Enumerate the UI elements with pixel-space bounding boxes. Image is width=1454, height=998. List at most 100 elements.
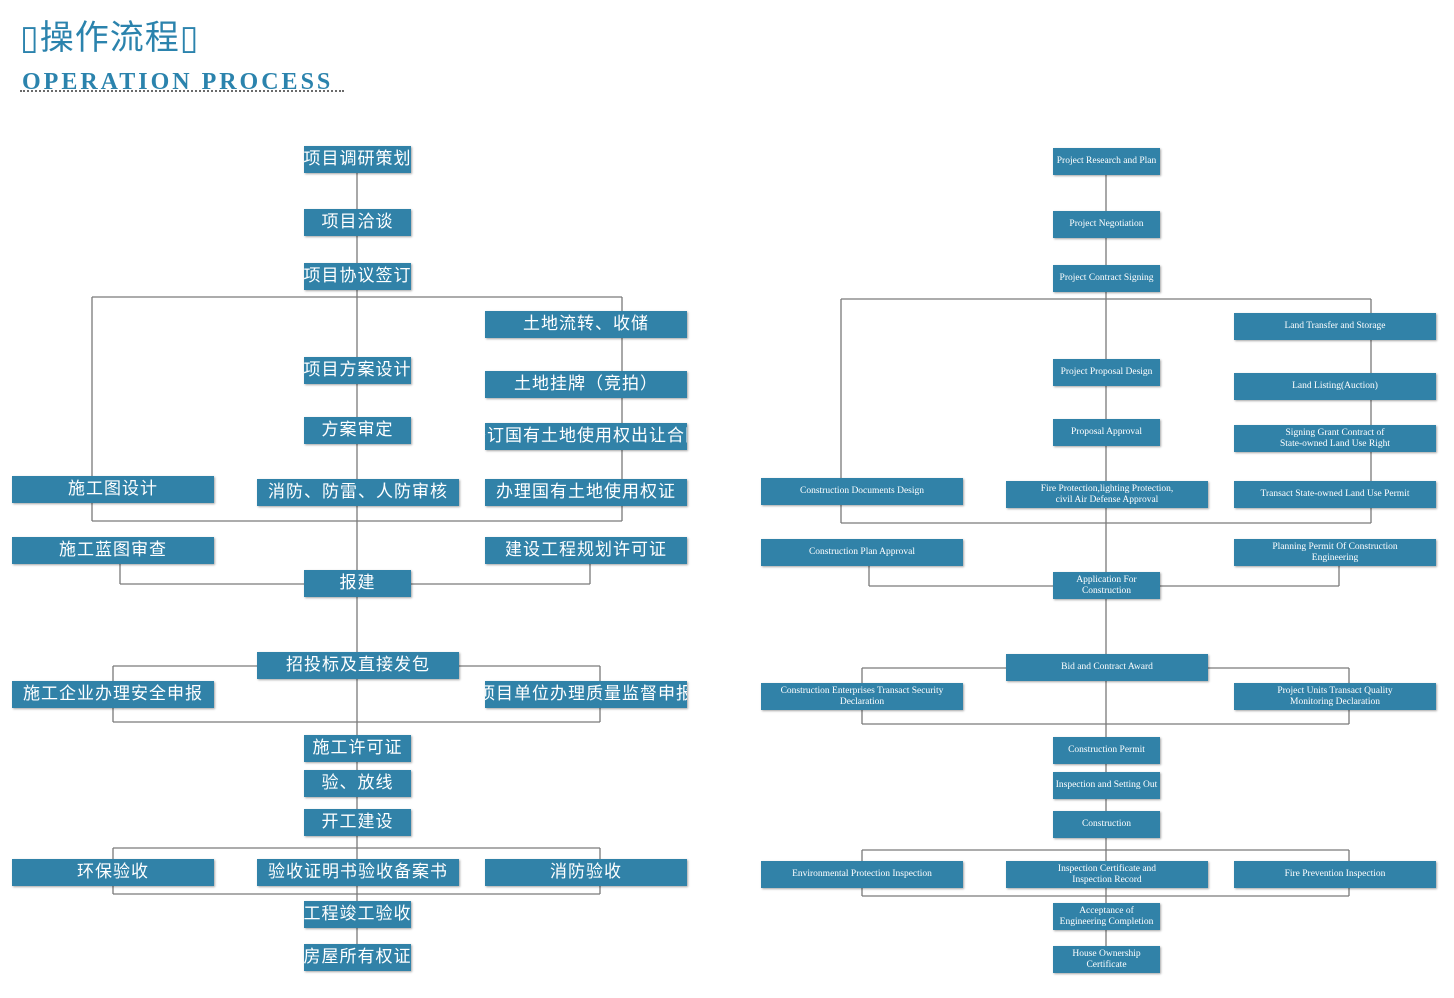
step-label: 土地挂牌（竞拍） — [514, 374, 658, 394]
step-cn-proposal-design: 项目方案设计 — [304, 357, 411, 384]
step-label: Project Contract Signing — [1059, 273, 1154, 283]
step-cn-bidding: 招投标及直接发包 — [257, 652, 459, 679]
step-label: 施工图设计 — [68, 479, 158, 499]
step-cn-completion-acceptance: 工程竣工验收 — [304, 901, 411, 928]
step-en-ownership-certificate: House Ownership Certificate — [1053, 946, 1160, 973]
step-label: 项目单位办理质量监督申报 — [485, 684, 687, 704]
step-en-quality-declaration: Project Units Transact Quality Monitorin… — [1234, 683, 1436, 710]
step-cn-research: 项目调研策划 — [304, 146, 411, 173]
step-cn-certificate-record: 验收证明书验收备案书 — [257, 859, 459, 886]
step-label: 签订国有土地使用权出让合同 — [485, 426, 687, 446]
step-label: Proposal Approval — [1071, 427, 1142, 437]
step-en-signing: Project Contract Signing — [1053, 265, 1160, 292]
step-label: 验收证明书验收备案书 — [268, 862, 448, 882]
step-label: Inspection and Setting Out — [1055, 780, 1158, 790]
step-en-negotiation: Project Negotiation — [1053, 211, 1160, 238]
step-en-construction: Construction — [1053, 811, 1160, 838]
step-cn-ownership-certificate: 房屋所有权证 — [304, 944, 411, 971]
step-en-proposal-design: Project Proposal Design — [1053, 359, 1160, 386]
step-label: Construction — [1081, 819, 1132, 829]
step-en-fire-inspection: Fire Prevention Inspection — [1234, 861, 1436, 888]
step-label: Inspection Certificate and Inspection Re… — [1057, 863, 1157, 885]
step-cn-land-listing: 土地挂牌（竞拍） — [485, 371, 687, 398]
step-label: Acceptance of Engineering Completion — [1059, 905, 1154, 927]
step-cn-land-transfer: 土地流转、收储 — [485, 311, 687, 338]
step-cn-signing: 项目协议签订 — [304, 263, 411, 290]
step-label: 施工蓝图审查 — [59, 540, 167, 560]
step-en-fire-air-defense: Fire Protection,lighting Protection, civ… — [1006, 481, 1208, 508]
step-cn-fire-air-defense: 消防、防雷、人防审核 — [257, 479, 459, 506]
step-en-land-listing: Land Listing(Auction) — [1234, 373, 1436, 400]
step-en-safety-declaration: Construction Enterprises Transact Securi… — [761, 683, 963, 710]
step-label: Bid and Contract Award — [1061, 662, 1153, 672]
step-label: 施工许可证 — [312, 738, 403, 758]
step-cn-setting-out: 验、放线 — [304, 770, 411, 797]
step-cn-safety-declaration: 施工企业办理安全申报 — [12, 681, 214, 708]
step-en-construction-drawing-design: Construction Documents Design — [761, 478, 963, 505]
step-en-planning-permit: Planning Permit Of Construction Engineer… — [1234, 539, 1436, 566]
step-label: 房屋所有权证 — [304, 947, 411, 967]
step-label: 方案审定 — [321, 420, 394, 440]
step-label: 施工企业办理安全申报 — [23, 684, 203, 704]
step-cn-planning-permit: 建设工程规划许可证 — [485, 537, 687, 564]
step-label: Transact State-owned Land Use Permit — [1260, 489, 1410, 499]
step-label: 环保验收 — [77, 862, 149, 882]
step-label: 办理国有土地使用权证 — [496, 482, 676, 502]
step-cn-env-inspection: 环保验收 — [12, 859, 214, 886]
step-label: Environmental Protection Inspection — [792, 869, 932, 879]
step-label: Construction Permit — [1068, 745, 1145, 755]
step-cn-quality-declaration: 项目单位办理质量监督申报 — [485, 681, 687, 708]
step-label: 消防、防雷、人防审核 — [268, 482, 448, 502]
step-cn-application: 报建 — [304, 570, 411, 597]
step-label: 工程竣工验收 — [304, 904, 411, 924]
step-en-certificate-record: Inspection Certificate and Inspection Re… — [1006, 861, 1208, 888]
step-en-land-transfer: Land Transfer and Storage — [1234, 313, 1436, 340]
step-label: Construction Documents Design — [799, 486, 924, 496]
step-label: Project Units Transact Quality Monitorin… — [1277, 685, 1393, 707]
step-label: Land Listing(Auction) — [1292, 381, 1378, 391]
step-label: 开工建设 — [321, 812, 394, 832]
step-label: 消防验收 — [550, 862, 622, 882]
step-label: Signing Grant Contract of State-owned La… — [1279, 427, 1391, 449]
step-label: 土地流转、收储 — [523, 314, 649, 334]
step-label: 项目调研策划 — [304, 149, 411, 169]
dotted-underline — [20, 90, 344, 92]
step-label: Application For Construction — [1076, 574, 1137, 596]
step-en-blueprint-review: Construction Plan Approval — [761, 539, 963, 566]
step-label: 项目洽谈 — [321, 212, 394, 232]
step-label: 招投标及直接发包 — [286, 655, 430, 675]
step-label: 项目协议签订 — [304, 266, 411, 286]
step-en-bidding: Bid and Contract Award — [1006, 654, 1208, 681]
step-cn-blueprint-review: 施工蓝图审查 — [12, 537, 214, 564]
step-label: Construction Plan Approval — [808, 547, 916, 557]
step-label: 报建 — [339, 573, 376, 593]
step-cn-construction-permit: 施工许可证 — [304, 735, 411, 762]
step-en-grant-contract: Signing Grant Contract of State-owned La… — [1234, 425, 1436, 452]
step-en-env-inspection: Environmental Protection Inspection — [761, 861, 963, 888]
step-cn-fire-inspection: 消防验收 — [485, 859, 687, 886]
step-en-setting-out: Inspection and Setting Out — [1053, 772, 1160, 799]
step-en-proposal-approval: Proposal Approval — [1053, 419, 1160, 446]
step-label: Planning Permit Of Construction Engineer… — [1272, 541, 1398, 563]
page-title-chinese: ▯操作流程▯ — [20, 18, 200, 58]
step-cn-grant-contract: 签订国有土地使用权出让合同 — [485, 423, 687, 450]
step-label: 项目方案设计 — [304, 360, 411, 380]
step-cn-proposal-approval: 方案审定 — [304, 417, 411, 444]
step-cn-construction-drawing-design: 施工图设计 — [12, 476, 214, 503]
step-en-land-use-permit: Transact State-owned Land Use Permit — [1234, 481, 1436, 508]
step-label: Project Research and Plan — [1056, 156, 1157, 166]
step-cn-negotiation: 项目洽谈 — [304, 209, 411, 236]
step-en-construction-permit: Construction Permit — [1053, 737, 1160, 764]
step-cn-land-use-permit: 办理国有土地使用权证 — [485, 479, 687, 506]
step-en-research: Project Research and Plan — [1053, 148, 1160, 175]
step-label: Project Proposal Design — [1060, 367, 1153, 377]
step-en-completion-acceptance: Acceptance of Engineering Completion — [1053, 903, 1160, 930]
step-label: Construction Enterprises Transact Securi… — [780, 685, 944, 707]
step-en-application: Application For Construction — [1053, 572, 1160, 599]
page-header: ▯操作流程▯ OPERATION PROCESS — [20, 16, 346, 95]
step-label: Land Transfer and Storage — [1284, 321, 1386, 331]
step-label: 建设工程规划许可证 — [505, 540, 667, 560]
step-cn-construction: 开工建设 — [304, 809, 411, 836]
step-label: House Ownership Certificate — [1072, 948, 1141, 970]
step-label: Fire Protection,lighting Protection, civ… — [1040, 483, 1174, 505]
